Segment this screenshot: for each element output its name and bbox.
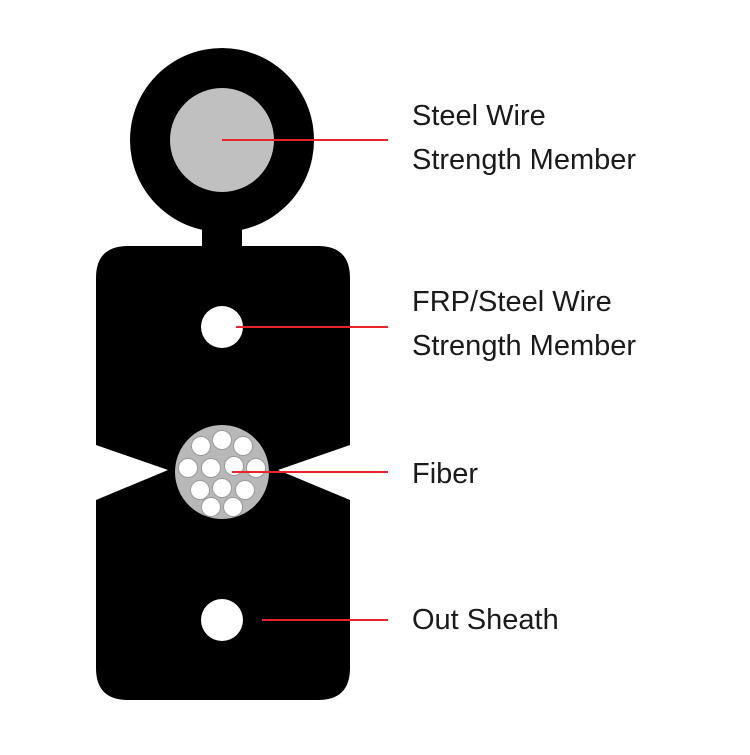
fiber-strand (190, 480, 210, 500)
fiber-strand (233, 436, 253, 456)
label-frp-line2: Strength Member (412, 330, 637, 362)
fiber-strand (178, 458, 198, 478)
label-frp-line1: FRP/Steel Wire (412, 286, 612, 318)
fiber-strand (223, 497, 243, 517)
label-steel-wire-line1: Steel Wire (412, 100, 546, 132)
label-fiber: Fiber (412, 458, 479, 490)
lower-strength-member (201, 599, 243, 641)
fiber-strand (235, 480, 255, 500)
label-steel-wire-line2: Strength Member (412, 144, 637, 176)
label-frp-steel-wire: FRP/Steel Wire Strength Member (412, 280, 636, 368)
label-out-sheath: Out Sheath (412, 604, 559, 636)
fiber-strand (212, 478, 232, 498)
fiber-strand (191, 436, 211, 456)
fiber-strand (224, 456, 244, 476)
fiber-strand (212, 430, 232, 450)
fiber-strand (201, 458, 221, 478)
fiber-strand (246, 458, 266, 478)
frp-strength-member (201, 306, 243, 348)
label-steel-wire: Steel Wire Strength Member (412, 94, 636, 182)
fiber-strand (201, 497, 221, 517)
